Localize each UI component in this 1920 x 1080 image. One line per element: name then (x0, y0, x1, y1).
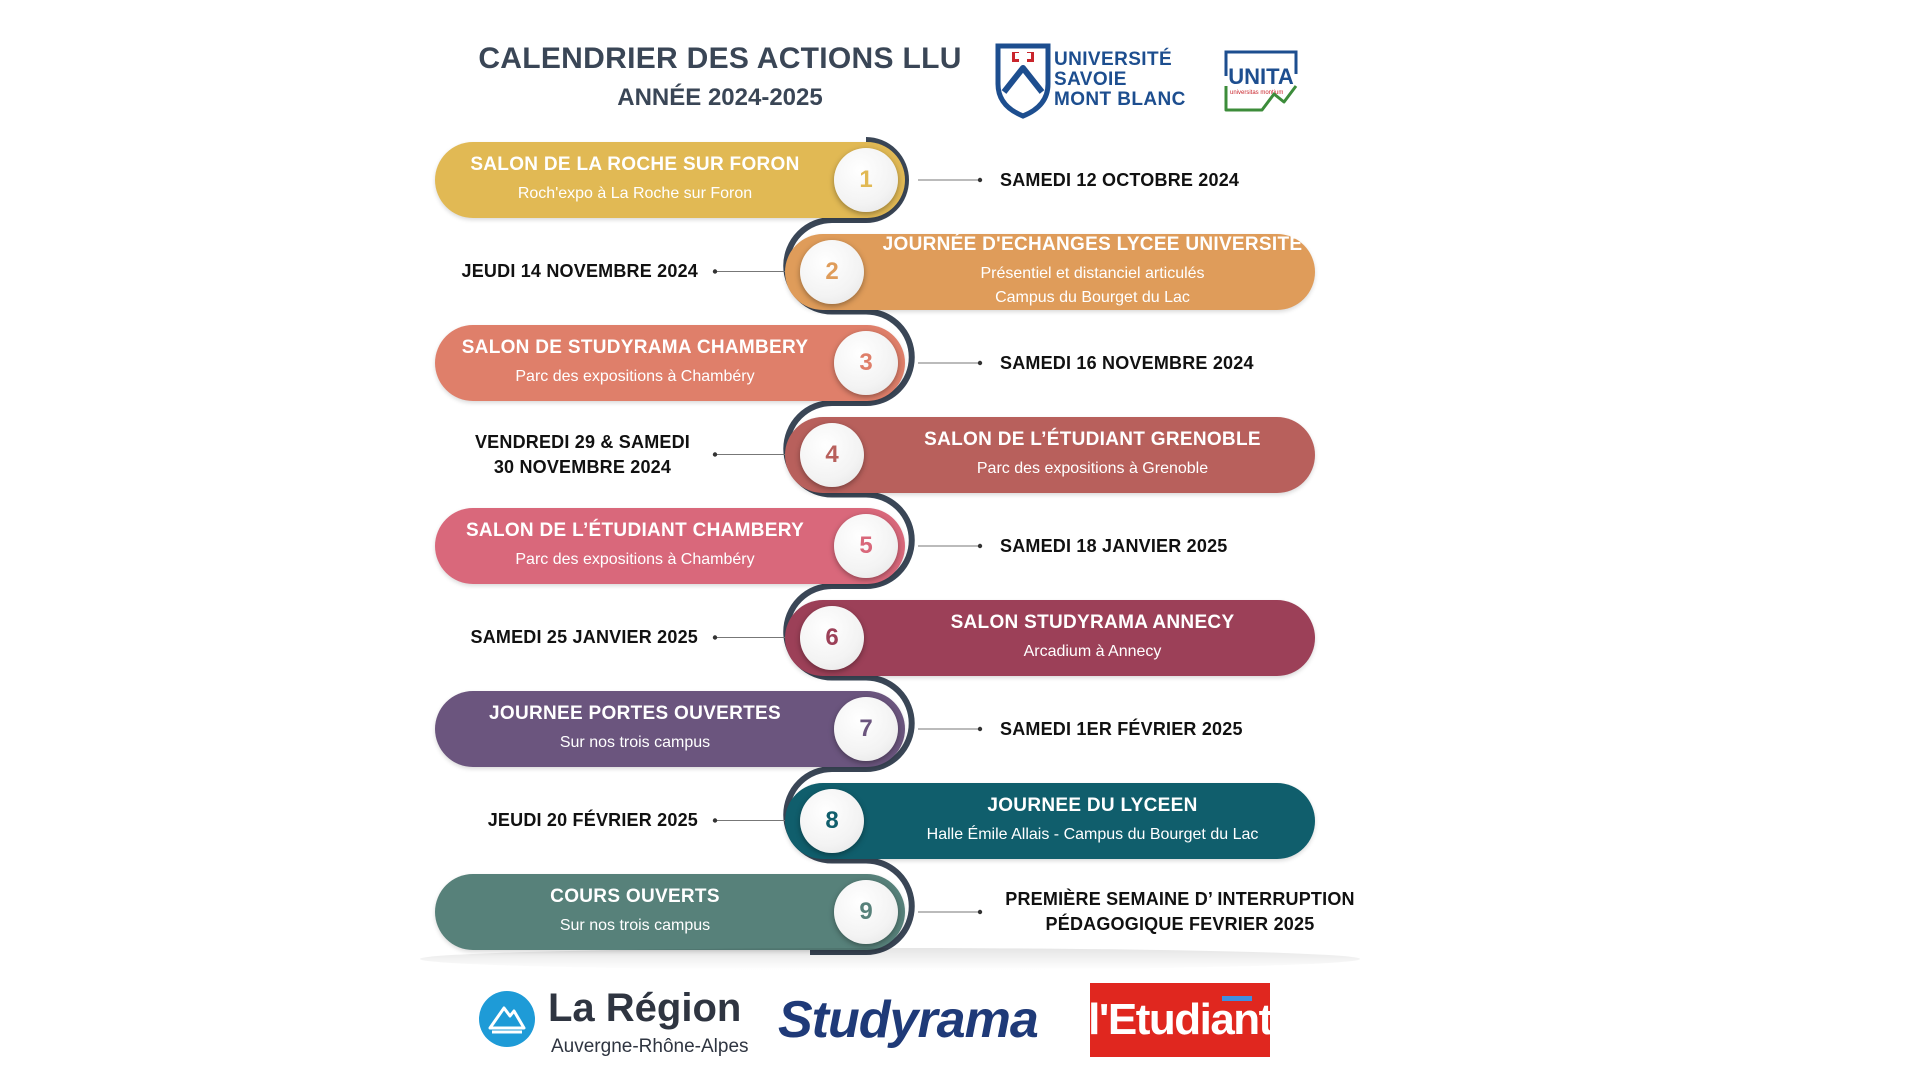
event-number-badge: 6 (800, 605, 864, 670)
timeline-connectors (712, 177, 983, 915)
event-date: JEUDI 14 NOVEMBRE 2024 (462, 259, 699, 284)
event-card: SALON DE L’ÉTUDIANT GRENOBLE Parc des exp… (785, 416, 1315, 493)
event-card: COURS OUVERTS Sur nos trois campus (435, 874, 905, 950)
event-date-line: 30 NOVEMBRE 2024 (493, 456, 672, 477)
usmb-line-1: UNIVERSITÉ (1054, 49, 1173, 70)
event-location: Parc des expositions à Chambéry (515, 551, 755, 568)
event-date: JEUDI 20 FÉVRIER 2025 (488, 808, 698, 833)
event-date: VENDREDI 29 & SAMEDI 30 NOVEMBRE 2024 (475, 430, 690, 480)
event-title: SALON DE STUDYRAMA CHAMBERY (461, 337, 809, 358)
event-date: PREMIÈRE SEMAINE D’ INTERRUPTION PÉDAGOGI… (980, 887, 1380, 937)
event-number-badge: 4 (800, 422, 864, 487)
event-date-line: SAMEDI 16 NOVEMBRE 2024 (1000, 352, 1254, 373)
event-location: Sur nos trois campus (559, 734, 711, 751)
usmb-line-3: MONT BLANC (1054, 89, 1186, 110)
page-subtitle: ANNÉE 2024-2025 (617, 84, 823, 111)
event-date-line: SAMEDI 12 OCTOBRE 2024 (1000, 169, 1240, 190)
event-connector-dot (977, 909, 983, 915)
event-date: SAMEDI 25 JANVIER 2025 (471, 625, 699, 650)
event-location: Halle Émile Allais - Campus du Bourget d… (926, 825, 1259, 843)
event-date-line: SAMEDI 18 JANVIER 2025 (1000, 535, 1228, 556)
event-card: JOURNÉE D'ECHANGES LYCEE UNIVERSITE Prése… (785, 233, 1315, 310)
unita-logo-icon: UNITA universitas montium (1224, 50, 1298, 112)
event-number-badge: 2 (800, 239, 864, 304)
event-location: Campus du Bourget du Lac (995, 288, 1190, 306)
region-logo-icon (479, 991, 535, 1047)
event-connector-dot (977, 543, 983, 549)
event-title: COURS OUVERTS (550, 886, 720, 907)
event-location: Présentiel et distanciel articulés (980, 264, 1205, 282)
region-name: La Région (548, 986, 742, 1030)
event-number-badge: 3 (834, 331, 898, 395)
event-card: JOURNEE PORTES OUVERTES Sur nos trois cam… (435, 691, 905, 767)
event-connector-dot (712, 818, 718, 823)
event-title: SALON DE L’ÉTUDIANT GRENOBLE (924, 428, 1261, 450)
event-card: JOURNEE DU LYCEEN Halle Émile Allais - Ca… (785, 782, 1315, 859)
event-card: SALON STUDYRAMA ANNECY Arcadium à Annecy (785, 599, 1315, 676)
etudiant-accent (1222, 996, 1252, 1001)
event-card: SALON DE STUDYRAMA CHAMBERY Parc des expo… (435, 325, 905, 401)
event-title: SALON DE LA ROCHE SUR FORON (470, 154, 800, 175)
event-date-line: VENDREDI 29 & SAMEDI (474, 431, 690, 452)
event-date-line: JEUDI 14 NOVEMBRE 2024 (461, 261, 698, 281)
event-number-badge: 9 (834, 880, 898, 944)
usmb-name: UNIVERSITÉ SAVOIE MONT BLANC (1054, 50, 1186, 110)
event-title: SALON STUDYRAMA ANNECY (950, 611, 1235, 633)
studyrama-logo: Studyrama (778, 991, 1039, 1049)
event-location: Parc des expositions à Chambéry (515, 368, 755, 385)
unita-tagline: universitas montium (1230, 90, 1283, 96)
event-date: SAMEDI 12 OCTOBRE 2024 (1000, 168, 1239, 193)
event-date-line: SAMEDI 25 JANVIER 2025 (470, 627, 698, 647)
event-location: Roch'expo à La Roche sur Foron (517, 185, 753, 202)
event-connector-dot (977, 177, 983, 183)
event-date-line: JEUDI 20 FÉVRIER 2025 (487, 810, 698, 830)
event-number-badge: 1 (834, 148, 898, 212)
event-date: SAMEDI 1ER FÉVRIER 2025 (1000, 717, 1243, 742)
etudiant-logo: l'Etudiant (1088, 983, 1273, 1057)
event-title: SALON DE L’ÉTUDIANT CHAMBERY (465, 520, 805, 541)
event-card: SALON DE L’ÉTUDIANT CHAMBERY Parc des exp… (435, 508, 905, 584)
usmb-shield-icon (995, 43, 1051, 119)
event-number-badge: 7 (834, 697, 898, 761)
etudiant-wordmark: l'Etudiant (1088, 995, 1273, 1044)
usmb-line-2: SAVOIE (1054, 69, 1127, 90)
event-title: JOURNEE PORTES OUVERTES (489, 703, 781, 724)
event-location: Parc des expositions à Grenoble (976, 459, 1209, 477)
event-connector-dot (712, 269, 718, 274)
event-date: SAMEDI 18 JANVIER 2025 (1000, 534, 1228, 559)
event-connector-dot (712, 635, 718, 640)
event-date-line: PÉDAGOGIQUE FEVRIER 2025 (1045, 914, 1315, 934)
event-card: SALON DE LA ROCHE SUR FORON Roch'expo à L… (435, 142, 905, 218)
event-date-line: SAMEDI 1ER FÉVRIER 2025 (1000, 718, 1243, 739)
event-location: Sur nos trois campus (559, 917, 711, 934)
event-number-badge: 8 (800, 788, 864, 853)
unita-wordmark: UNITA (1228, 64, 1294, 89)
footer-shadow (420, 948, 1360, 970)
event-connector-dot (977, 360, 983, 366)
event-title: JOURNÉE D'ECHANGES LYCEE UNIVERSITE (882, 233, 1303, 255)
region-subtitle: Auvergne-Rhône-Alpes (551, 1036, 749, 1057)
event-location: Arcadium à Annecy (1023, 642, 1162, 660)
event-date: SAMEDI 16 NOVEMBRE 2024 (1000, 351, 1254, 376)
event-date-line: PREMIÈRE SEMAINE D’ INTERRUPTION (1005, 889, 1355, 909)
event-number-badge: 5 (834, 514, 898, 578)
event-connector-dot (977, 726, 983, 732)
event-connector-dot (712, 452, 718, 457)
event-title: JOURNEE DU LYCEEN (987, 794, 1198, 816)
page-title: CALENDRIER DES ACTIONS LLU (478, 42, 962, 75)
